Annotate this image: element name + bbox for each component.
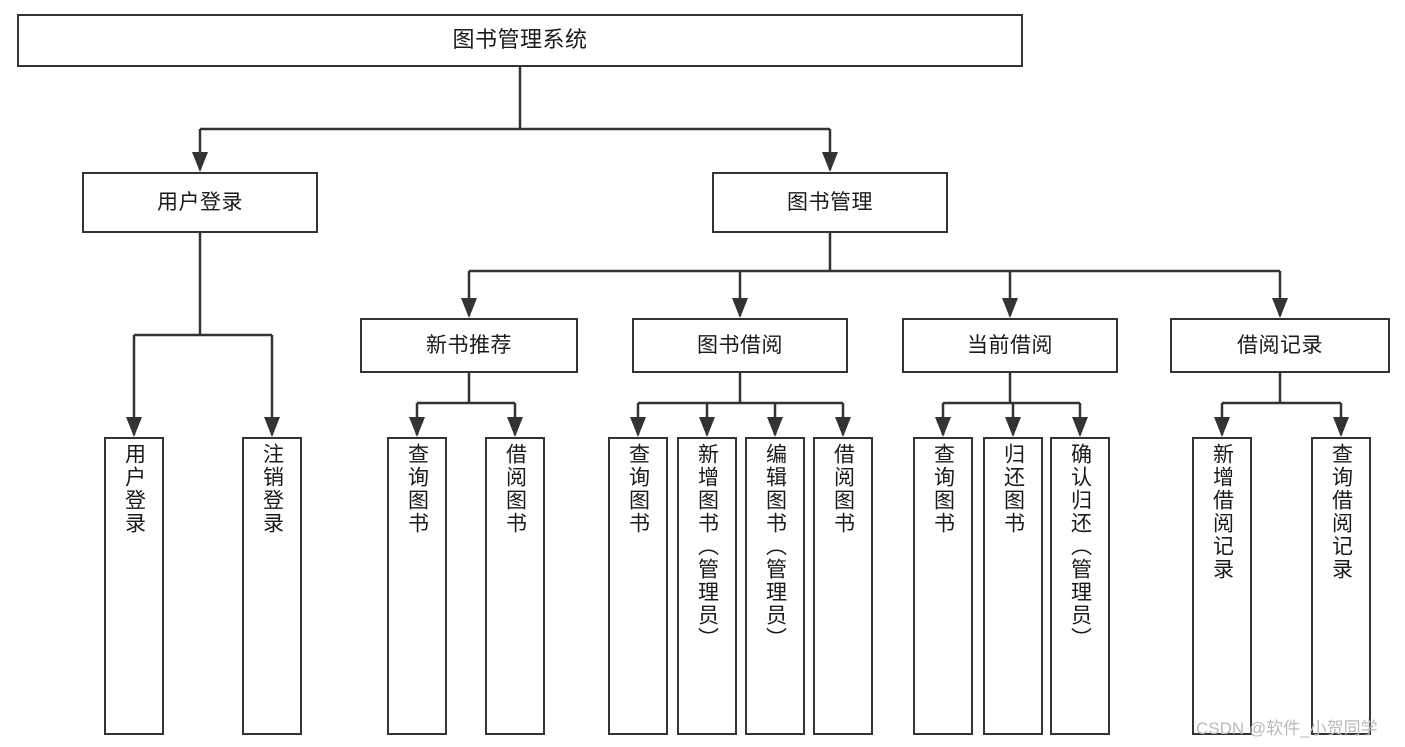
arrow-head-leaf-add-record bbox=[1214, 417, 1230, 437]
node-leaf-query-book-3[interactable]: 查询图书 bbox=[913, 437, 973, 735]
node-label-borrow-record: 借阅记录 bbox=[1237, 333, 1323, 357]
node-label-leaf-borrow-book-2: 借阅图书 bbox=[831, 443, 855, 535]
node-label-leaf-logout: 注销登录 bbox=[260, 443, 284, 535]
arrow-head-leaf-user-login bbox=[126, 417, 142, 437]
node-user-login[interactable]: 用户登录 bbox=[82, 172, 318, 233]
arrow-head-leaf-borrow-book-1 bbox=[507, 417, 523, 437]
arrow-head-leaf-confirm-return bbox=[1072, 417, 1088, 437]
arrow-head-new-book-rec bbox=[461, 298, 477, 318]
arrow-head-leaf-query-book-2 bbox=[630, 417, 646, 437]
node-label-root: 图书管理系统 bbox=[452, 27, 588, 53]
node-leaf-query-book-2[interactable]: 查询图书 bbox=[608, 437, 668, 735]
node-label-book-borrow: 图书借阅 bbox=[697, 333, 783, 357]
node-leaf-return-book[interactable]: 归还图书 bbox=[983, 437, 1043, 735]
node-leaf-query-record[interactable]: 查询借阅记录 bbox=[1311, 437, 1371, 735]
node-label-leaf-add-record: 新增借阅记录 bbox=[1210, 443, 1234, 581]
arrow-head-leaf-logout bbox=[264, 417, 280, 437]
node-leaf-borrow-book-2[interactable]: 借阅图书 bbox=[813, 437, 873, 735]
node-book-manage[interactable]: 图书管理 bbox=[712, 172, 948, 233]
node-label-leaf-return-book: 归还图书 bbox=[1001, 443, 1025, 535]
arrow-head-current-borrow bbox=[1002, 298, 1018, 318]
node-label-current-borrow: 当前借阅 bbox=[967, 333, 1053, 357]
node-label-new-book-rec: 新书推荐 bbox=[426, 333, 512, 357]
node-current-borrow[interactable]: 当前借阅 bbox=[902, 318, 1118, 373]
node-label-leaf-query-book-2: 查询图书 bbox=[626, 443, 650, 535]
node-leaf-user-login[interactable]: 用户登录 bbox=[104, 437, 164, 735]
node-label-leaf-query-book-1: 查询图书 bbox=[405, 443, 429, 535]
arrow-head-leaf-query-book-1 bbox=[409, 417, 425, 437]
node-label-leaf-query-record: 查询借阅记录 bbox=[1329, 443, 1353, 581]
node-borrow-record[interactable]: 借阅记录 bbox=[1170, 318, 1390, 373]
arrow-head-leaf-query-record bbox=[1333, 417, 1349, 437]
node-label-user-login: 用户登录 bbox=[157, 190, 243, 214]
node-label-book-manage: 图书管理 bbox=[787, 190, 873, 214]
node-label-leaf-confirm-return: 确认归还（管理员） bbox=[1068, 443, 1092, 650]
node-leaf-add-record[interactable]: 新增借阅记录 bbox=[1192, 437, 1252, 735]
node-leaf-borrow-book-1[interactable]: 借阅图书 bbox=[485, 437, 545, 735]
node-book-borrow[interactable]: 图书借阅 bbox=[632, 318, 848, 373]
node-label-leaf-query-book-3: 查询图书 bbox=[931, 443, 955, 535]
arrow-head-book-borrow bbox=[732, 298, 748, 318]
arrow-head-leaf-edit-book bbox=[767, 417, 783, 437]
arrow-head-borrow-record bbox=[1272, 298, 1288, 318]
arrow-head-user-login bbox=[192, 152, 208, 172]
node-leaf-edit-book[interactable]: 编辑图书（管理员） bbox=[745, 437, 805, 735]
node-label-leaf-user-login: 用户登录 bbox=[122, 443, 146, 535]
node-leaf-add-book[interactable]: 新增图书（管理员） bbox=[677, 437, 737, 735]
node-label-leaf-add-book: 新增图书（管理员） bbox=[695, 443, 719, 650]
node-new-book-rec[interactable]: 新书推荐 bbox=[360, 318, 578, 373]
arrow-head-leaf-return-book bbox=[1005, 417, 1021, 437]
arrow-head-leaf-add-book bbox=[699, 417, 715, 437]
node-label-leaf-edit-book: 编辑图书（管理员） bbox=[763, 443, 787, 650]
node-leaf-query-book-1[interactable]: 查询图书 bbox=[387, 437, 447, 735]
node-leaf-confirm-return[interactable]: 确认归还（管理员） bbox=[1050, 437, 1110, 735]
node-root[interactable]: 图书管理系统 bbox=[17, 14, 1023, 67]
arrow-head-book-manage bbox=[822, 152, 838, 172]
node-leaf-logout[interactable]: 注销登录 bbox=[242, 437, 302, 735]
arrow-head-leaf-borrow-book-2 bbox=[835, 417, 851, 437]
node-label-leaf-borrow-book-1: 借阅图书 bbox=[503, 443, 527, 535]
arrow-head-leaf-query-book-3 bbox=[935, 417, 951, 437]
